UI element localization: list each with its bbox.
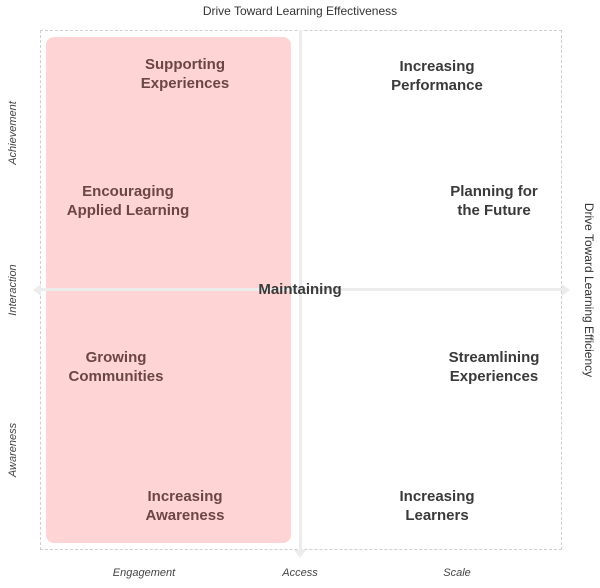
bottom-tick-engagement: Engagement xyxy=(112,567,176,579)
top-axis-title: Drive Toward Learning Effectiveness xyxy=(202,4,398,18)
axis-arrow-left xyxy=(33,284,41,296)
label-supporting-experiences: Supporting Experiences xyxy=(140,56,230,92)
bottom-tick-scale: Scale xyxy=(443,567,471,579)
label-increasing-awareness: Increasing Awareness xyxy=(145,488,225,524)
label-planning-for-the-future: Planning for the Future xyxy=(450,183,538,219)
bottom-tick-access: Access xyxy=(282,567,318,579)
right-axis-title: Drive Toward Learning Efficiency xyxy=(582,202,596,378)
label-increasing-performance: Increasing Performance xyxy=(391,58,483,94)
left-tick-awareness: Awareness xyxy=(7,422,19,478)
label-streamlining-experiences: Streamlining Experiences xyxy=(448,349,540,385)
left-tick-interaction: Interaction xyxy=(7,264,19,316)
label-encouraging-applied-learning: Encouraging Applied Learning xyxy=(66,183,190,219)
axis-arrow-right xyxy=(562,284,570,296)
axis-arrow-down xyxy=(294,550,306,558)
label-growing-communities: Growing Communities xyxy=(68,349,164,385)
left-tick-achievement: Achievement xyxy=(7,101,19,165)
label-maintaining: Maintaining xyxy=(258,281,342,298)
label-increasing-learners: Increasing Learners xyxy=(399,488,475,524)
vertical-axis xyxy=(299,30,302,552)
